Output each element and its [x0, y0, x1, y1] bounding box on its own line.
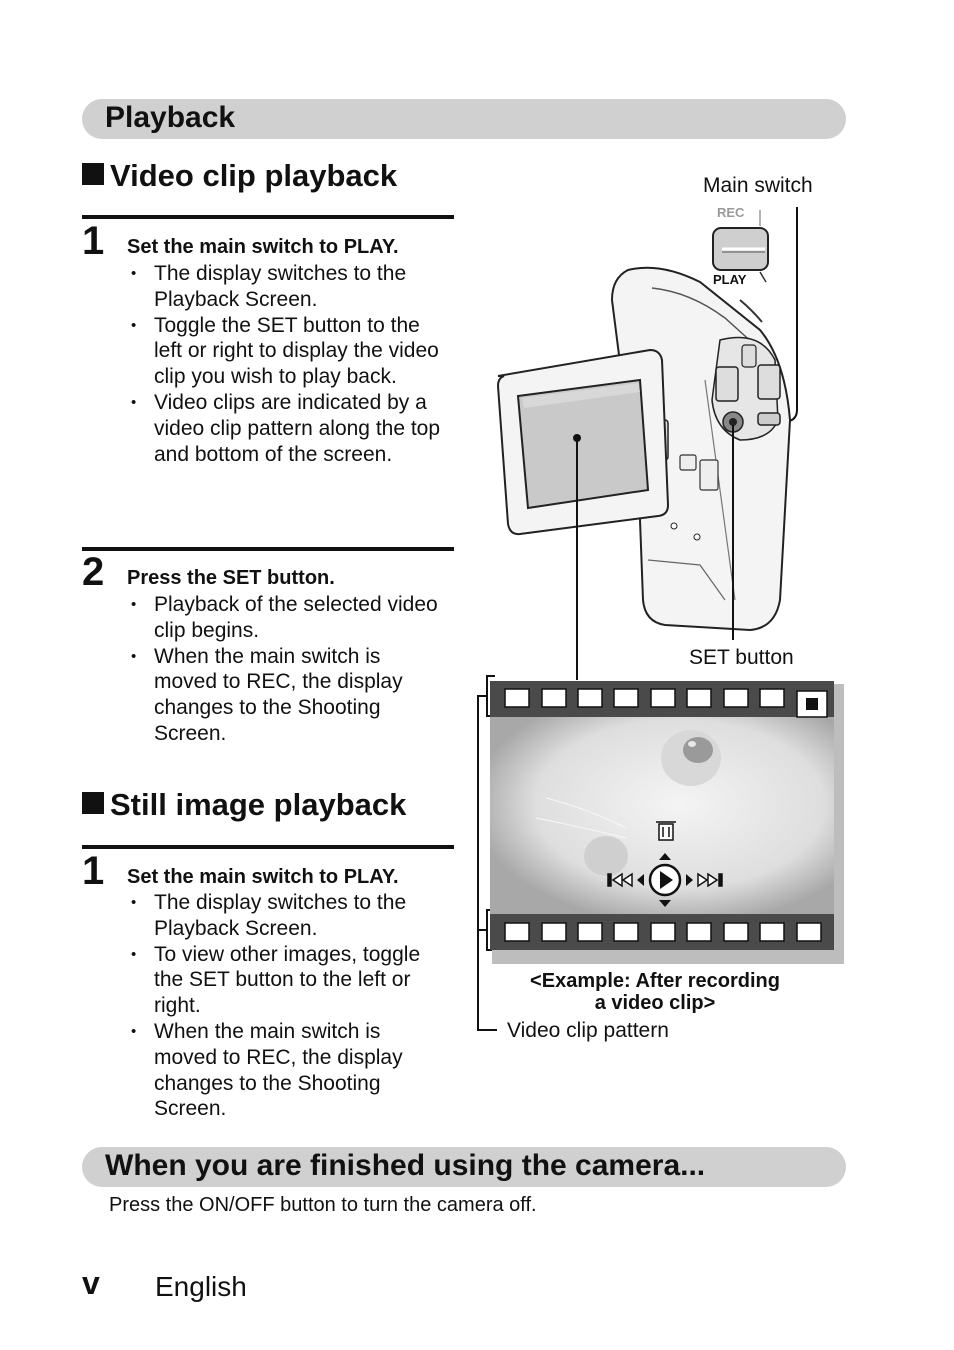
divider — [82, 215, 454, 219]
language-label: English — [155, 1271, 247, 1302]
list-item: The display switches to the Playback Scr… — [129, 261, 449, 313]
still-image-heading-text: Still image playback — [110, 787, 407, 822]
caption-line: <Example: After recording — [530, 970, 780, 992]
playback-screen-example — [490, 681, 844, 964]
step-number: 2 — [82, 550, 105, 594]
step-number: 1 — [82, 849, 105, 893]
play-icon — [648, 863, 682, 897]
video-clip-heading-text: Video clip playback — [110, 158, 398, 193]
list-item: Toggle the SET button to the left or rig… — [129, 313, 449, 390]
video-clip-pattern-label: Video clip pattern — [507, 1019, 669, 1042]
divider — [82, 547, 454, 551]
skip-back-icon — [607, 872, 633, 888]
step-title: Set the main switch to PLAY. — [127, 236, 399, 258]
figure-caption: <Example: After recording a video clip> — [500, 970, 810, 1014]
list-item: When the main switch is moved to REC, th… — [129, 1019, 449, 1122]
bullet-list: The display switches to the Playback Scr… — [129, 261, 449, 467]
divider — [82, 845, 454, 849]
main-switch-label: Main switch — [703, 174, 813, 197]
page-number: v — [82, 1265, 100, 1301]
trash-icon — [656, 821, 676, 841]
section-header-playback: Playback — [82, 99, 846, 139]
caption-line: a video clip> — [594, 992, 716, 1014]
step-number: 1 — [82, 219, 105, 263]
still-image-heading: Still image playback — [82, 787, 406, 823]
arrow-down-icon — [659, 900, 671, 907]
set-button-label: SET button — [689, 646, 794, 669]
list-item: The display switches to the Playback Scr… — [129, 890, 449, 942]
section-header-finished: When you are finished using the camera..… — [82, 1147, 846, 1187]
film-strip-top — [504, 688, 785, 708]
stop-icon — [796, 690, 828, 718]
video-clip-heading: Video clip playback — [82, 158, 397, 194]
camera-illustration: REC PLAY — [477, 205, 798, 1031]
play-label: PLAY — [713, 272, 747, 287]
section-body: Press the ON/OFF button to turn the came… — [109, 1194, 537, 1216]
rec-label: REC — [717, 205, 745, 220]
list-item: When the main switch is moved to REC, th… — [129, 644, 449, 747]
skip-forward-icon — [697, 872, 723, 888]
list-item: Playback of the selected video clip begi… — [129, 592, 449, 644]
film-strip-bottom — [504, 922, 822, 942]
step-title: Press the SET button. — [127, 567, 335, 589]
arrow-up-icon — [659, 853, 671, 860]
square-bullet-icon — [82, 792, 104, 814]
step-title: Set the main switch to PLAY. — [127, 866, 399, 888]
arrow-left-icon — [637, 874, 644, 886]
bullet-list: Playback of the selected video clip begi… — [129, 592, 449, 747]
list-item: To view other images, toggle the SET but… — [129, 942, 449, 1019]
section-title: Playback — [105, 101, 236, 134]
square-bullet-icon — [82, 163, 104, 185]
arrow-right-icon — [686, 874, 693, 886]
bunny-eye — [683, 737, 713, 763]
bullet-list: The display switches to the Playback Scr… — [129, 890, 449, 1122]
section-title: When you are finished using the camera..… — [105, 1149, 706, 1182]
list-item: Video clips are indicated by a video cli… — [129, 390, 449, 467]
